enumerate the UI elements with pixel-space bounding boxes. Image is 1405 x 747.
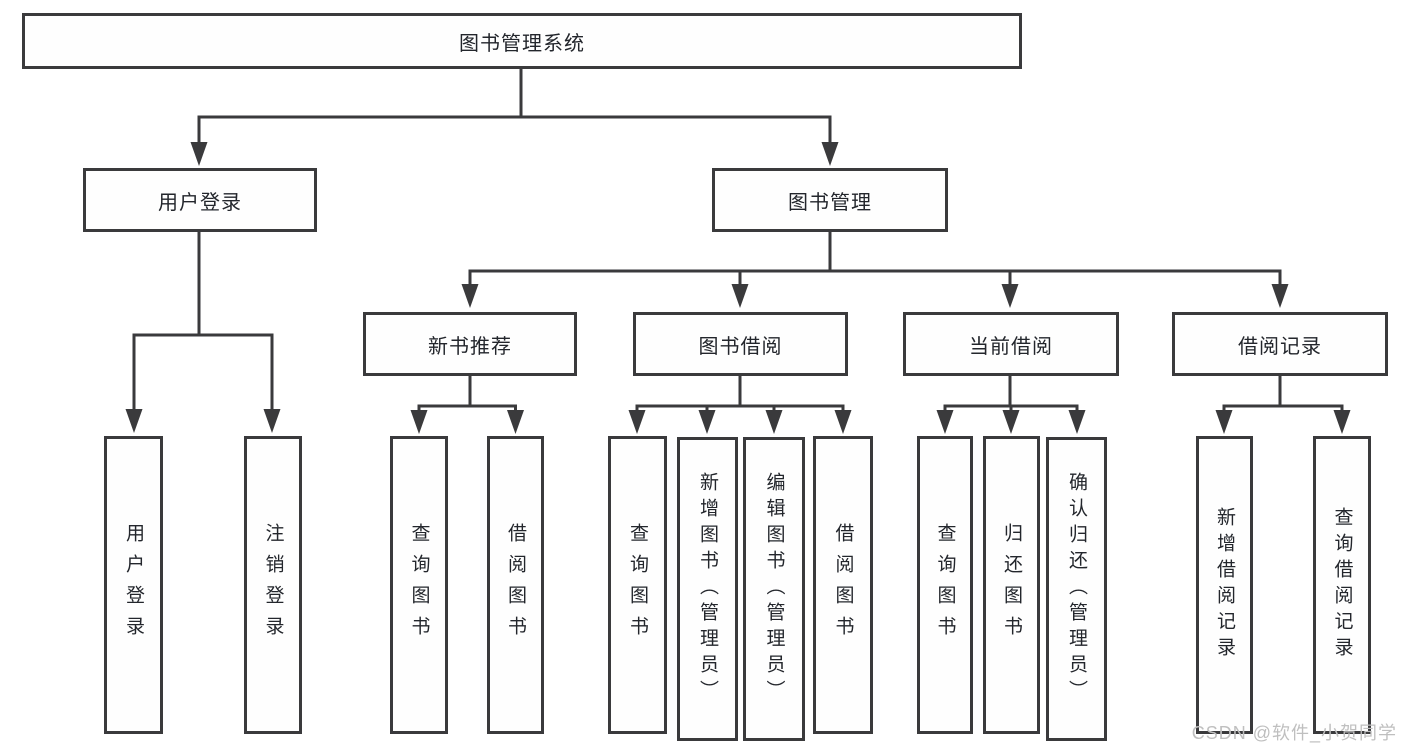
node-new-book-recommendation: 新书推荐 [363,312,577,376]
node-book-management: 图书管理 [712,168,948,232]
node-label: 当前借阅 [969,335,1053,358]
node-label: 查询图书 [934,523,956,647]
node-label: 借阅图书 [832,523,854,647]
node-label: 确认归还（管理员） [1066,472,1087,706]
node-label: 查询借阅记录 [1331,507,1353,663]
node-label: 新增借阅记录 [1214,507,1235,663]
leaf-edit-books-admin: 编辑图书（管理员） [743,437,805,741]
leaf-confirm-return-admin: 确认归还（管理员） [1046,437,1107,741]
leaf-query-books-borrow: 查询图书 [608,436,667,734]
node-borrowing-records: 借阅记录 [1172,312,1388,376]
leaf-query-borrow-record: 查询借阅记录 [1313,436,1371,734]
leaf-query-books-recommend: 查询图书 [390,436,448,734]
leaf-borrow-books: 借阅图书 [813,436,873,734]
node-label: 新增图书（管理员） [697,472,718,706]
node-label: 编辑图书（管理员） [763,472,785,706]
node-label: 图书借阅 [698,335,783,358]
leaf-query-books-current: 查询图书 [917,436,973,734]
node-label: 用户登录 [158,191,242,214]
node-label: 借阅记录 [1238,335,1322,358]
node-current-borrowing: 当前借阅 [903,312,1119,376]
node-label: 查询图书 [408,523,430,647]
node-label: 用户登录 [123,523,144,647]
node-library-management-system: 图书管理系统 [22,13,1022,69]
leaf-return-books: 归还图书 [983,436,1040,734]
node-label: 归还图书 [1001,523,1022,647]
node-label: 新书推荐 [428,335,512,358]
leaf-logout: 注销登录 [244,436,302,734]
node-user-login: 用户登录 [83,168,317,232]
leaf-user-login: 用户登录 [104,436,163,734]
csdn-watermark: CSDN @软件_小贺同学 [1191,723,1397,743]
leaf-add-books-admin: 新增图书（管理员） [677,437,738,741]
node-label: 注销登录 [262,523,284,647]
leaf-add-borrow-record: 新增借阅记录 [1196,436,1253,734]
node-label: 查询图书 [627,523,648,647]
node-book-borrowing: 图书借阅 [633,312,848,376]
node-label: 图书管理系统 [459,32,585,55]
node-label: 借阅图书 [505,523,526,647]
node-label: 图书管理 [788,191,872,214]
leaf-borrow-books-recommend: 借阅图书 [487,436,544,734]
